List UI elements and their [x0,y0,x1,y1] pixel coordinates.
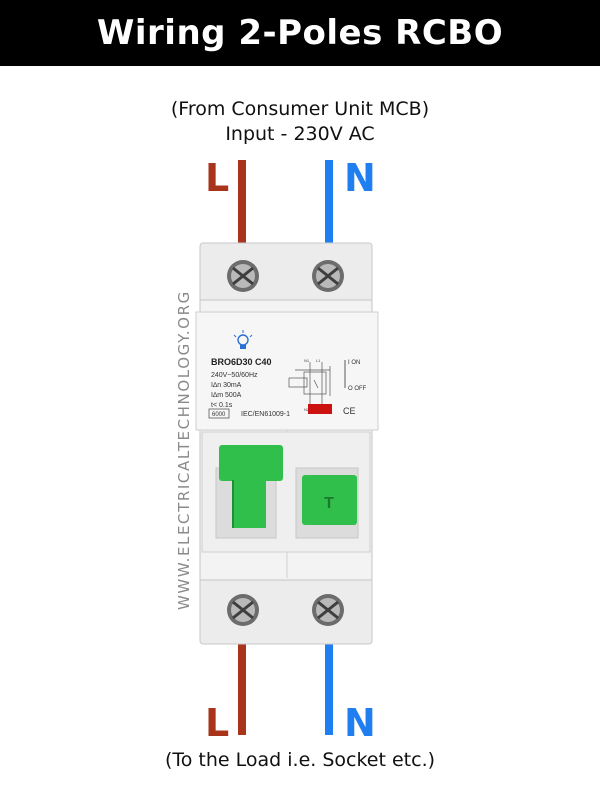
device-breaking-capacity: I∆m 500A [211,392,242,399]
input-caption: (From Consumer Unit MCB) Input - 230V AC [0,97,600,147]
bulb-logo-icon [233,330,253,349]
neutral-output-wire [325,610,333,735]
off-indicator-label: O OFF [348,386,367,392]
device-trip-time: t< 0.1s [211,402,233,409]
screw-bottom-right-icon [312,594,344,626]
device-rating: 240V~50/60Hz [211,372,258,379]
rcbo-device [195,242,379,645]
neutral-input-label: N [344,156,376,200]
screw-bottom-left-icon [227,594,259,626]
ce-mark: CE [343,406,356,416]
trip-indicator-window [308,404,332,414]
device-standard: IEC/EN61009-1 [241,411,290,418]
test-button[interactable]: T [302,475,357,525]
neutral-output-label: N [344,701,376,745]
schematic-terminal-l1: L1 [316,358,321,363]
live-output-label: L [205,701,230,745]
code-box-frame [208,408,230,419]
header-banner: Wiring 2-Poles RCBO [0,0,600,66]
screw-top-left-icon [227,260,259,292]
live-input-wire [238,160,246,275]
device-code-box: 6000 [212,412,226,418]
circuit-schematic-icon [288,362,331,405]
schematic-terminal-n1: N1 [304,358,310,363]
test-button-label: T [324,495,334,512]
live-output-wire [238,610,246,735]
screw-top-right-icon [312,260,344,292]
page-title: Wiring 2-Poles RCBO [96,13,504,53]
main-toggle-lever[interactable] [219,445,283,528]
input-voltage-text: Input - 230V AC [225,123,375,145]
on-indicator-label: I ON [348,360,360,366]
watermark-text: WWW.ELECTRICALTECHNOLOGY.ORG [175,290,193,610]
device-model: BRO6D30 C40 [211,357,272,367]
device-residual-current: I∆n 30mA [211,382,242,389]
live-input-label: L [205,156,230,200]
schematic-terminal-n2: N2 [304,407,310,412]
neutral-input-wire [325,160,333,275]
input-source-text: (From Consumer Unit MCB) [170,98,430,120]
output-caption: (To the Load i.e. Socket etc.) [164,749,436,771]
